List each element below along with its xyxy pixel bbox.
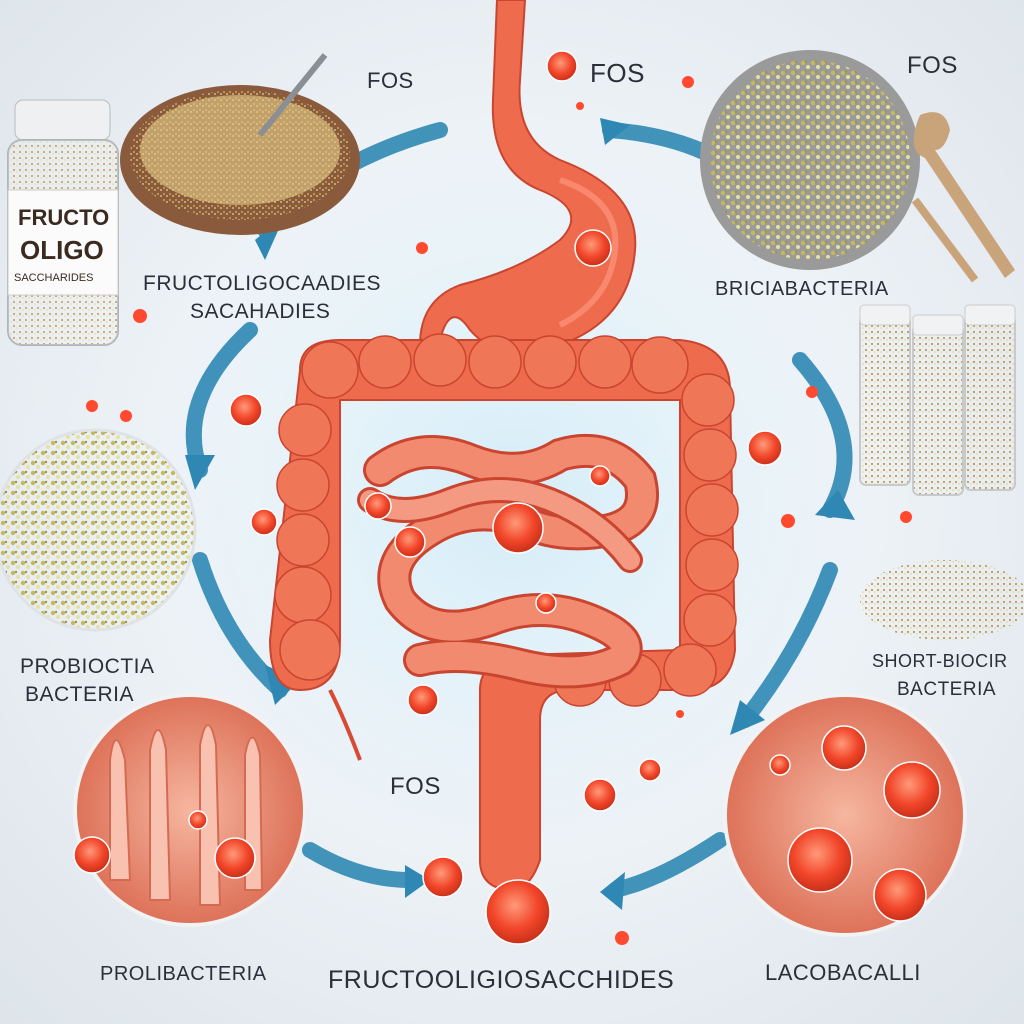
- villi-tissue-circle: [73, 693, 307, 927]
- label-fos-top-center: FOS: [590, 58, 645, 88]
- label-probio-line1: PROBIOCTIA: [20, 655, 155, 678]
- label-fructo-line1: FRUCTOLIGOCAADIES: [143, 272, 381, 295]
- large-intestine: [268, 333, 739, 892]
- arrow-bottom-right: [607, 832, 728, 898]
- arrow-right-up: [737, 562, 838, 728]
- label-fructo-line2: SACAHADIES: [190, 300, 331, 323]
- label-probio-line2: BACTERIA: [25, 683, 135, 706]
- arrow-left-down: [192, 552, 288, 698]
- granule-bowl: [700, 50, 1015, 283]
- jar-label-line2: OLIGO: [20, 235, 104, 265]
- arrow-bottom-left: [302, 842, 418, 888]
- fos-jar: [7, 99, 119, 346]
- left-granule-circle: [0, 428, 197, 632]
- label-bifido: BRICIABACTERIA: [715, 278, 889, 300]
- powder-pile: [860, 560, 1024, 640]
- vials: [859, 304, 1016, 496]
- label-bottom-title: FRUCTOOLIGIOSACCHIDES: [328, 966, 675, 994]
- label-short-line1: SHORT-BIOCIR: [872, 651, 1008, 671]
- label-lacto: LACOBACALLI: [765, 960, 921, 985]
- bacteria-dots: [86, 76, 912, 945]
- label-short-line2: BACTERIA: [897, 679, 997, 700]
- jar-label-line3: SACCHARIDES: [14, 272, 94, 284]
- stomach: [418, 0, 637, 354]
- bacteria-cluster: [73, 50, 941, 945]
- label-prolibac: PROLIBACTERIA: [100, 963, 267, 985]
- label-fos-bottom: FOS: [390, 773, 441, 800]
- label-fos-top-right: FOS: [907, 52, 958, 79]
- label-fos-top-left: FOS: [367, 68, 414, 93]
- jar-label-line1: FRUCTO: [18, 205, 110, 230]
- bacterium: [73, 50, 941, 945]
- arrow-left-up: [185, 322, 258, 478]
- powder-bowl: [120, 53, 360, 235]
